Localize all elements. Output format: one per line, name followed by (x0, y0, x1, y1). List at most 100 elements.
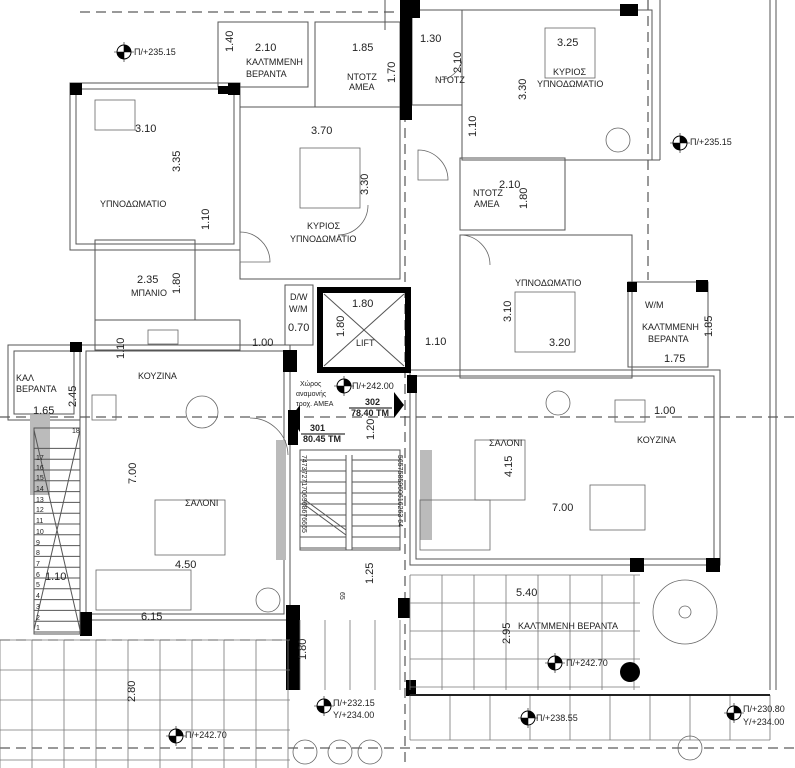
level-label: Υ/+234.00 (333, 710, 374, 720)
room-label: ΒΕΡΑΝΤΑ (16, 384, 57, 394)
level-marker-icon (166, 726, 186, 746)
step-number: 18 (72, 428, 80, 435)
dimension: 2.80 (126, 681, 138, 702)
dimension: 1.70 (386, 62, 398, 83)
level-label: Π/+242.70 (185, 730, 227, 740)
entrance-arrow-301 (290, 405, 300, 432)
step-number: 3 (36, 604, 40, 611)
room-label: ΥΠΝΟΔΩΜΑΤΙΟ (100, 199, 166, 209)
dimension: 7.00 (552, 502, 573, 514)
unit-number-301: 301 (310, 423, 325, 433)
step-number: 6 (36, 572, 40, 579)
tree-icon (292, 739, 318, 765)
unit-area-301: 80.45 ΤΜ (303, 434, 341, 444)
dimension: 2.10 (452, 52, 464, 73)
dimension: 1.10 (467, 116, 479, 137)
level-marker-icon (114, 42, 134, 62)
dimension: 3.20 (549, 337, 570, 349)
column-icon (620, 662, 640, 682)
dimension: 1.80 (518, 188, 530, 209)
dimension: 65 (338, 592, 345, 600)
dimension: 3.30 (517, 79, 529, 100)
level-label: Υ/+234.00 (743, 717, 784, 727)
entrance-arrow-302 (394, 392, 404, 418)
level-label: Π/+232.15 (333, 698, 375, 708)
level-marker-icon (670, 133, 690, 153)
stair-central-steps (300, 459, 400, 549)
unit-number-302: 302 (365, 397, 380, 407)
room-label: ΚΟΥΖΙΝΑ (637, 435, 676, 445)
room-label: ΥΠΝΟΔΩΜΑΤΙΟ (515, 278, 581, 288)
garden (292, 735, 703, 765)
dimension: 2.10 (255, 42, 276, 54)
site-outline (384, 0, 777, 690)
step-number: 2 (36, 615, 40, 622)
room-label: D/W (290, 292, 308, 302)
walls-thin (7, 9, 721, 621)
dimension: 3.30 (359, 174, 371, 195)
dimension: 5.40 (516, 587, 537, 599)
lift-shaft (317, 287, 411, 373)
door-swing-icon (337, 204, 369, 236)
level-label: Π/+235.15 (134, 47, 176, 57)
stair-step-numbers-left: 74737271706968676665 (300, 455, 307, 533)
room-label: ΣΑΛΟΝΙ (489, 438, 522, 448)
dimension: 3.10 (135, 123, 156, 135)
room-label: ΚΥΡΙΟΣ (307, 221, 341, 231)
dimension: 1.40 (224, 31, 236, 52)
level-marker-icon (314, 696, 334, 716)
door-swing-icon (459, 234, 491, 266)
door-swings (239, 59, 491, 456)
dimension-labels: 1.40 2.10 1.85 1.70 1.30 2.10 3.25 3.30 … (33, 31, 715, 702)
step-number: 1 (36, 625, 40, 632)
dimension: 1.80 (171, 273, 183, 294)
spiral-stair-icon (652, 579, 718, 645)
tree-icon (327, 739, 353, 765)
dimension: 1.80 (352, 298, 373, 310)
room-label: LIFT (356, 338, 375, 348)
dimension: 4.50 (175, 559, 196, 571)
room-label: ΝΤΟΤΖ (473, 188, 503, 198)
room-label: ΚΑΛΤΜΜΕΝΗ (246, 57, 303, 67)
dimension: 2.10 (499, 179, 520, 191)
dimension: 1.80 (335, 316, 347, 337)
step-number: 4 (36, 593, 40, 600)
level-label: Π/+235.15 (690, 137, 732, 147)
dimension: 1.10 (115, 338, 127, 359)
waiting-area-label: τροχ. ΑΜΕΑ (296, 401, 334, 408)
door-swing-icon (439, 59, 463, 81)
room-label: ΣΑΛΟΝΙ (185, 498, 218, 508)
stair-left (33, 427, 81, 635)
room-label: ΚΑΛΤΜΜΕΝΗ ΒΕΡΑΝΤΑ (518, 621, 618, 631)
unit-labels: 302 78.40 ΤΜ 301 80.45 ΤΜ (301, 397, 392, 444)
door-swing-icon (239, 231, 271, 263)
level-label: Π/+242.70 (566, 658, 608, 668)
waiting-area-label: Χώρος (300, 380, 322, 388)
room-label: ΥΠΝΟΔΩΜΑΤΙΟ (537, 79, 603, 89)
step-number: 16 (36, 465, 44, 472)
dimension: 6.15 (141, 611, 162, 623)
room-label: ΝΤΟΤΖ (435, 75, 465, 85)
room-label: ΚΟΥΖΙΝΑ (138, 371, 177, 381)
room-label: ΒΕΡΑΝΤΑ (648, 334, 689, 344)
dimension: 1.10 (200, 209, 212, 230)
veranda-tiles (0, 574, 771, 768)
dimension: 2.45 (67, 386, 79, 407)
step-number: 10 (36, 529, 44, 536)
level-marker-icon (545, 653, 565, 673)
dimension: 1.80 (297, 639, 309, 660)
room-label: ΝΤΟΤΖ (347, 72, 377, 82)
room-label: ΚΑΛΤΜΜΕΝΗ (642, 322, 699, 332)
room-label: ΒΕΡΑΝΤΑ (246, 69, 287, 79)
level-label: Π/+242.00 (352, 381, 394, 391)
dimension: 1.25 (364, 563, 376, 584)
room-labels: ΚΑΛΤΜΜΕΝΗ ΒΕΡΑΝΤΑ ΝΤΟΤΖ ΑΜΕΑ ΝΤΟΤΖ ΚΥΡΙΟ… (16, 57, 699, 631)
dimension: 3.10 (502, 301, 514, 322)
dimension: 1.20 (365, 419, 377, 440)
dimension: 3.70 (311, 125, 332, 137)
waiting-area-label: αναμονής (296, 391, 327, 398)
room-label: W/M (645, 300, 664, 310)
step-number: 17 (36, 455, 44, 462)
